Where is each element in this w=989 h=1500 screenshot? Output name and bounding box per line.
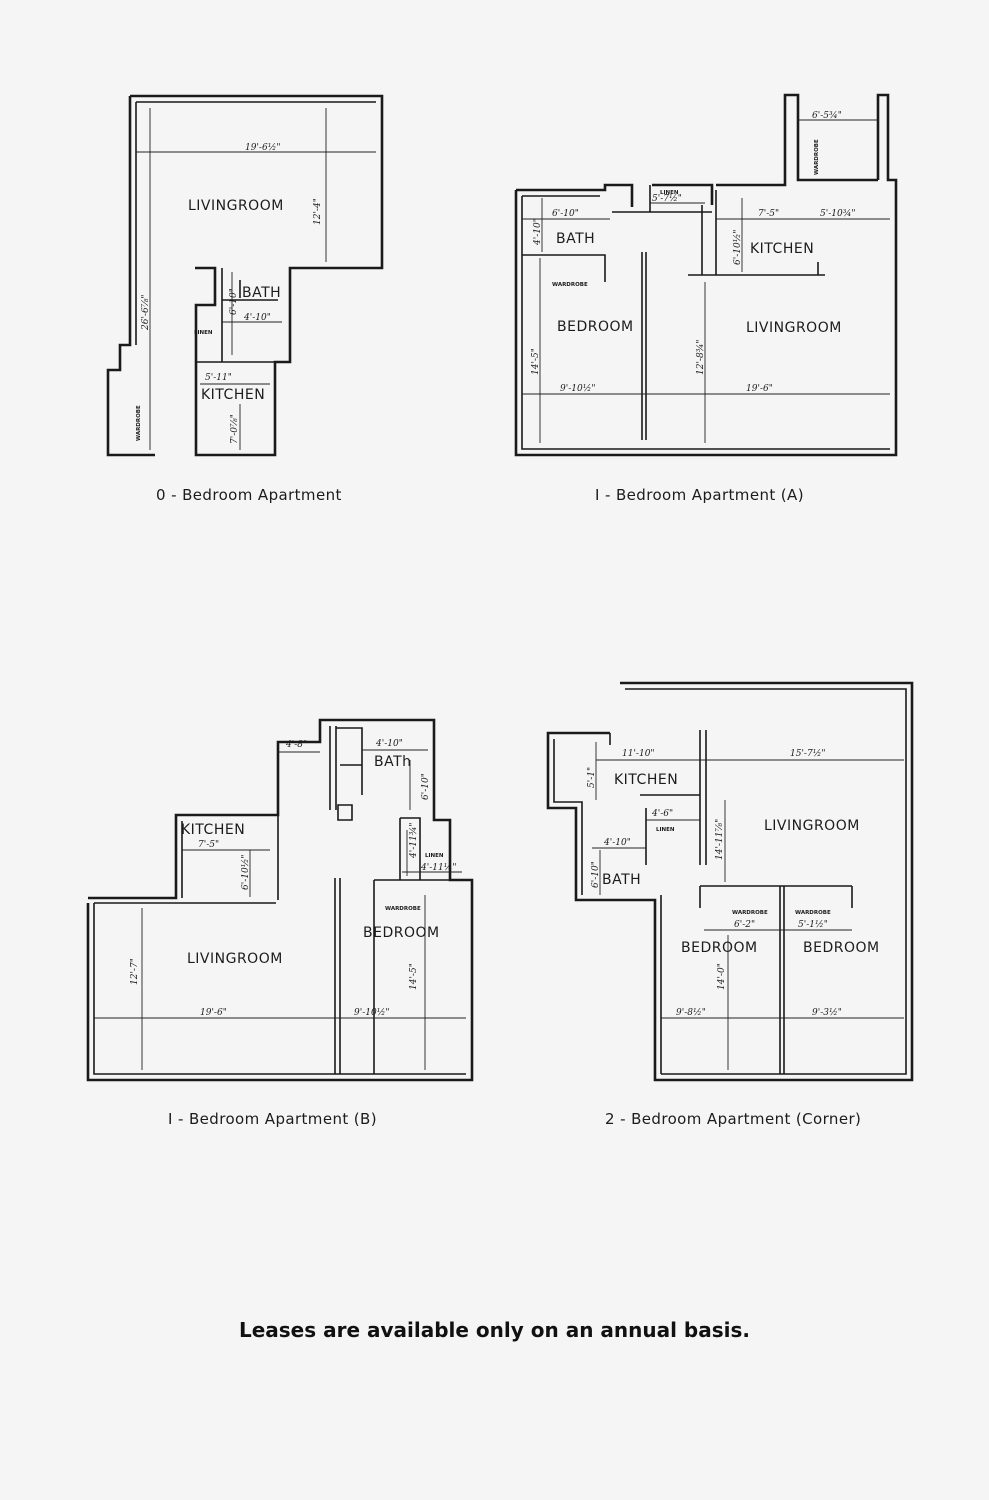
p0-bath-width: 4'-10" xyxy=(243,313,271,323)
caption-0-bedroom: 0 - Bedroom Apartment xyxy=(156,486,342,504)
p0-kitchen-width: 5'-11" xyxy=(205,373,232,383)
plan-0-bedroom: 19'-6½" 12'-4" 26'-6⅞" 6'-10" 4'-10" 5'-… xyxy=(106,94,384,457)
p1a-dim-kitchen-width2: 5'-10¾" xyxy=(820,208,856,219)
plan-1-bedroom-b: 4'-8" 4'-10" 6'-10" 7'-5" 6'-10½" 4'-11¾… xyxy=(86,718,474,1082)
caption-1-bedroom-b: I - Bedroom Apartment (B) xyxy=(168,1110,377,1128)
p1b-dim-bath-height: 6'-10" xyxy=(421,773,431,800)
p1b-label-wardrobe: WARDROBE xyxy=(385,906,421,912)
p2c-dim-bath-height: 6'-10" xyxy=(591,861,601,888)
p1b-dim-linen-width: 4'-11¼" xyxy=(420,862,457,873)
p0-living-height: 12'-4" xyxy=(313,198,323,225)
p2c-dim-wardrobe1: 6'-2" xyxy=(734,920,755,930)
plan-1-bedroom-a: 6'-5¾" 5'-7½" 6'-10" 4'-10" 7'-5" 5'-10¾… xyxy=(514,93,898,457)
p1b-dim-top1: 4'-8" xyxy=(285,740,307,750)
p1a-dim-kitchen-width: 7'-5" xyxy=(758,209,779,219)
p1b-dim-kitchen-width: 7'-5" xyxy=(198,840,219,850)
p2c-room-bedroom2: BEDROOM xyxy=(803,940,880,956)
p2c-dim-bed-height: 14'-0" xyxy=(717,963,727,990)
p1a-room-kitchen: KITCHEN xyxy=(750,241,814,257)
p1b-room-bedroom: BEDROOM xyxy=(363,925,440,941)
p1b-room-kitchen: KITCHEN xyxy=(181,822,245,838)
p0-label-wardrobe: WARDROBE xyxy=(136,405,142,441)
p2c-room-kitchen: KITCHEN xyxy=(614,772,678,788)
p2c-room-bedroom1: BEDROOM xyxy=(681,940,758,956)
p1a-dim-linen: 5'-7½" xyxy=(652,193,682,204)
p0-kitchen-height: 7'-0⅞" xyxy=(230,414,240,444)
p1a-dim-liv-height: 12'-8¾" xyxy=(695,339,706,375)
p1a-label-linen: LINEN xyxy=(660,190,679,196)
p1a-label-wardrobe2: WARDROBE xyxy=(814,139,820,175)
p1a-dim-liv-width: 19'-6" xyxy=(746,384,773,394)
p1a-dim-bed-height: 14'-5" xyxy=(531,348,541,375)
p1a-dim-top: 6'-5¾" xyxy=(812,110,842,121)
p1a-dim-bath-width: 6'-10" xyxy=(552,209,579,219)
p0-room-livingroom: LIVINGROOM xyxy=(188,198,284,214)
lease-notice: Leases are available only on an annual b… xyxy=(238,1318,751,1342)
p0-room-bath: BATH xyxy=(242,285,281,301)
p1a-dim-bath-height: 4'-10" xyxy=(533,218,543,246)
p2c-dim-bath-width: 4'-10" xyxy=(603,838,631,848)
p1b-room-bath: BATh xyxy=(374,754,412,770)
caption-2-bedroom-corner: 2 - Bedroom Apartment (Corner) xyxy=(605,1110,862,1128)
p1a-room-bath: BATH xyxy=(556,231,595,247)
p2c-dim-bed1-width: 9'-8½" xyxy=(676,1007,706,1018)
p2c-dim-kitchen-width: 11'-10" xyxy=(622,749,655,759)
p1b-label-linen: LINEN xyxy=(425,853,444,859)
p1a-dim-bed-width: 9'-10½" xyxy=(560,383,596,394)
caption-1-bedroom-a: I - Bedroom Apartment (A) xyxy=(595,486,804,504)
p1b-dim-bed-height: 14'-5" xyxy=(409,963,419,990)
p2c-dim-liv-width: 15'-7½" xyxy=(790,748,826,759)
p1b-room-livingroom: LIVINGROOM xyxy=(187,951,283,967)
p0-total-height: 26'-6⅞" xyxy=(141,294,151,331)
p0-bath-height: 6'-10" xyxy=(229,288,239,315)
p2c-label-linen: LINEN xyxy=(656,827,675,833)
plan-2-bedroom-corner: 11'-10" 5'-1" 15'-7½" 4'-6" 4'-10" 6'-10… xyxy=(546,681,914,1082)
p1b-dim-kitchen-height: 6'-10½" xyxy=(240,854,251,890)
p1b-dim-linen-height: 4'-11¾" xyxy=(408,822,419,859)
p2c-dim-bed2-width: 9'-3½" xyxy=(812,1007,842,1018)
p0-room-kitchen: KITCHEN xyxy=(201,387,265,403)
p1a-label-wardrobe: WARDROBE xyxy=(552,282,588,288)
p2c-label-wardrobe1: WARDROBE xyxy=(732,910,768,916)
p1a-room-livingroom: LIVINGROOM xyxy=(746,320,842,336)
p1b-dim-bed-width: 9'-10½" xyxy=(354,1007,390,1018)
p2c-dim-wardrobe2: 5'-1½" xyxy=(798,919,828,930)
p1b-dim-top2: 4'-10" xyxy=(375,739,403,749)
p2c-room-livingroom: LIVINGROOM xyxy=(764,818,860,834)
p2c-dim-kitchen-height: 5'-1" xyxy=(587,767,597,788)
p0-label-linen: LINEN xyxy=(194,330,213,336)
p2c-room-bath: BATH xyxy=(602,872,641,888)
p2c-dim-liv-height: 14'-11⅞" xyxy=(715,819,725,860)
p1b-dim-liv-width: 19'-6" xyxy=(200,1008,227,1018)
p1b-dim-liv-height: 12'-7" xyxy=(130,958,140,985)
p2c-label-wardrobe2: WARDROBE xyxy=(795,910,831,916)
p2c-dim-linen-width: 4'-6" xyxy=(651,809,673,819)
p1a-room-bedroom: BEDROOM xyxy=(557,319,634,335)
p0-living-width: 19'-6½" xyxy=(245,142,281,153)
p1a-dim-kitchen-height: 6'-10½" xyxy=(732,229,743,265)
